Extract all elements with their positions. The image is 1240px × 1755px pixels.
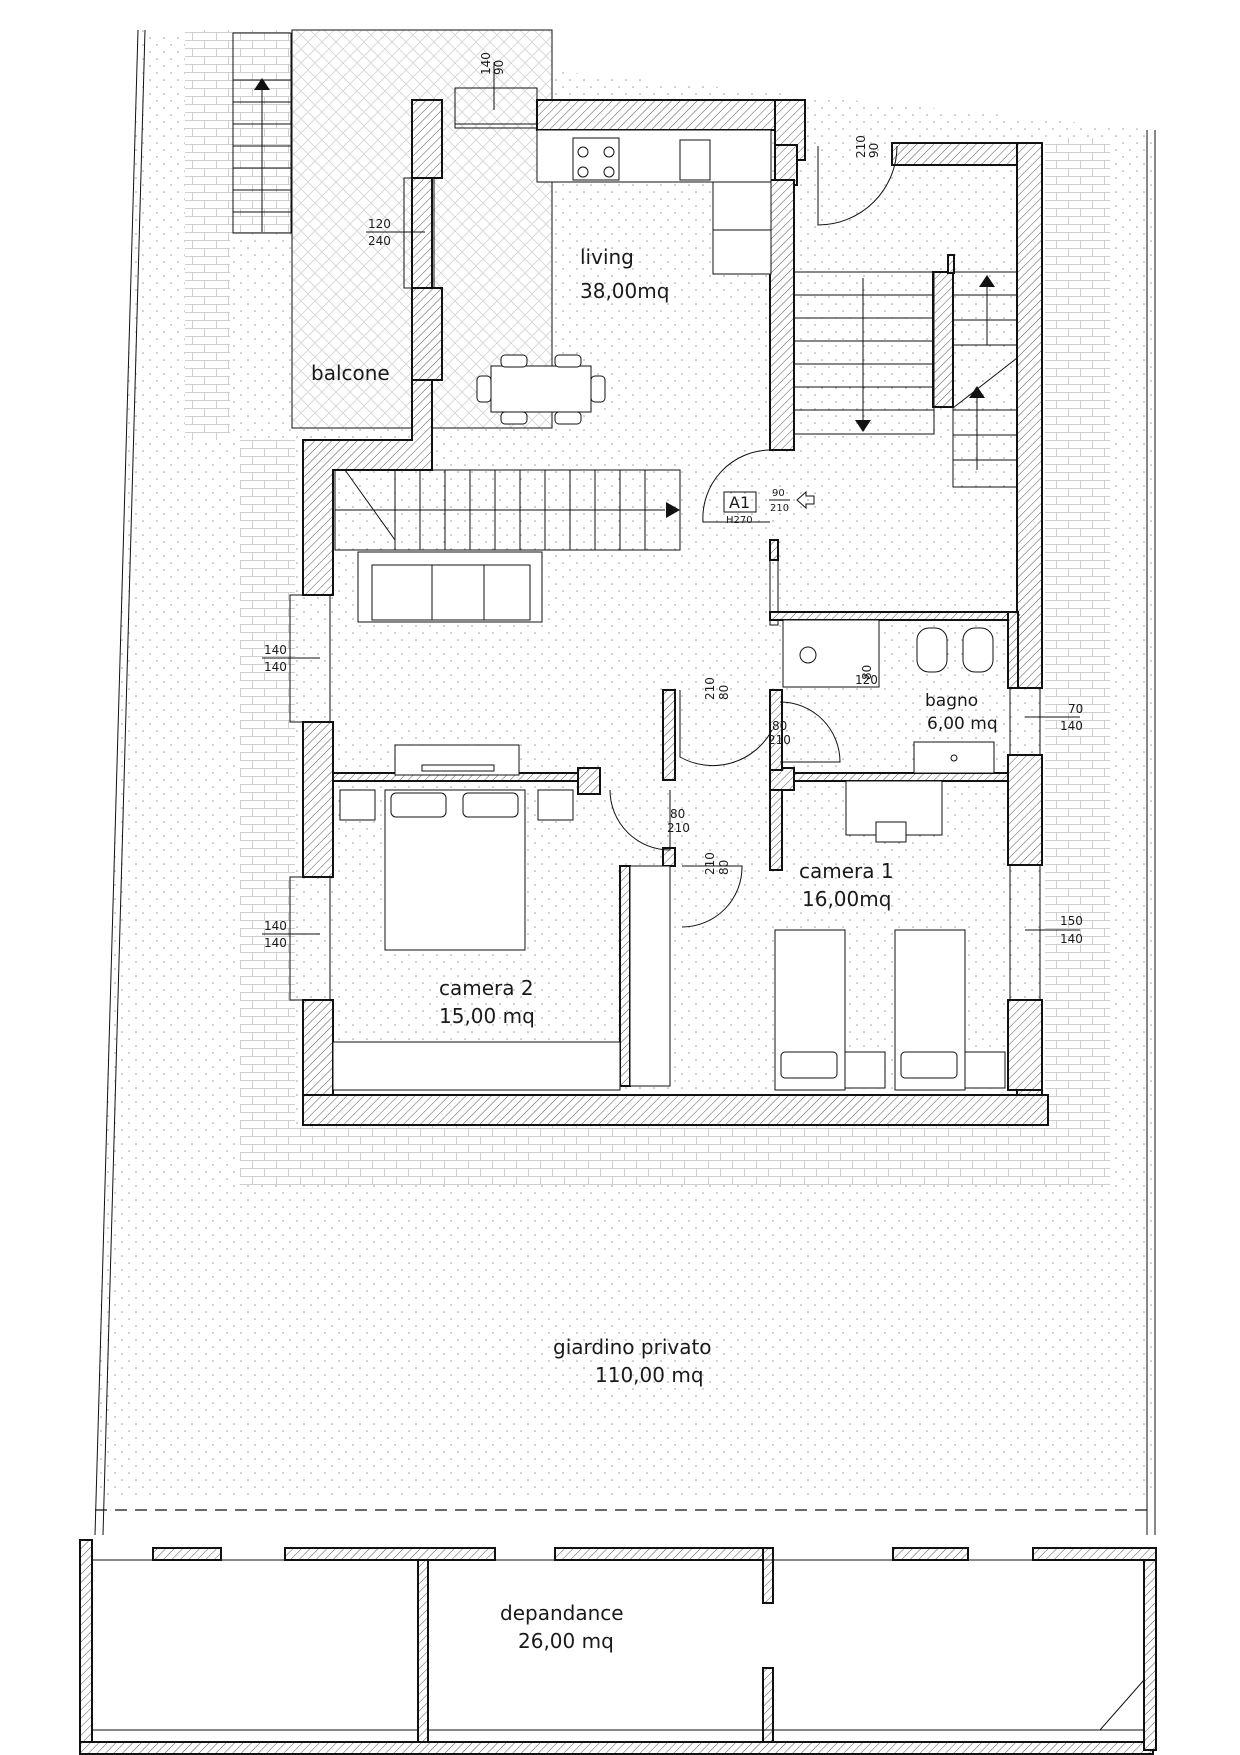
dining-table (476, 354, 606, 425)
living-stair (334, 469, 681, 551)
dim-left1-h: 140 (264, 660, 287, 674)
up-arrow-icon (969, 386, 985, 398)
dim-door-a-w: 80 (717, 685, 731, 700)
door-tag-width: 90 (772, 488, 785, 499)
house-walls (302, 99, 1049, 1126)
camera2-label: camera 2 (439, 976, 534, 1000)
windows (289, 87, 1041, 1001)
bagno-area: 6,00 mq (927, 714, 998, 734)
door-tag-code: A1 (729, 493, 750, 512)
camera2-furniture (332, 744, 621, 1091)
camera2-area: 15,00 mq (439, 1004, 535, 1028)
camera1-label: camera 1 (799, 859, 894, 883)
dimension-labels: 90 140 90 210 120 240 140 140 140 140 70… (262, 52, 1083, 950)
dim-left2-h: 140 (264, 936, 287, 950)
dim-shower-w: 80 (860, 665, 874, 680)
door-tag-heightdim: 210 (770, 503, 789, 514)
dependance-label: depandance (500, 1601, 624, 1625)
main-stair (793, 271, 1018, 488)
dim-right2-h: 140 (1060, 932, 1083, 946)
dim-right2-w: 150 (1060, 914, 1083, 928)
dim-door-c-h: 210 (667, 821, 690, 835)
camera1-furniture (629, 780, 1006, 1091)
dim-door-c-w: 80 (670, 807, 685, 821)
living-area: 38,00mq (580, 279, 669, 303)
dim-balcony-w: 120 (368, 217, 391, 231)
dependance (79, 1539, 1157, 1755)
dim-top-window-h: 140 (479, 52, 493, 75)
dim-right1-h: 140 (1060, 719, 1083, 733)
camera1-area: 16,00mq (802, 887, 891, 911)
dim-entry-h: 210 (854, 135, 868, 158)
down-arrow-icon (855, 420, 871, 432)
dependance-area: 26,00 mq (518, 1629, 614, 1653)
sofa (357, 551, 543, 623)
door-tag-a1: A1 H270 90 210 (723, 488, 815, 526)
dim-door-d-w: 80 (717, 860, 731, 875)
dim-shower-h: 120 (855, 673, 878, 687)
dim-door-b-h: 210 (768, 733, 791, 747)
dim-left1-w: 140 (264, 643, 287, 657)
bagno-label: bagno (925, 691, 978, 711)
balcone-label: balcone (311, 361, 390, 385)
living-label: living (580, 245, 634, 269)
up-arrow-icon (979, 275, 995, 287)
dim-right1-w: 70 (1068, 702, 1083, 716)
door-tag-height: H270 (726, 515, 753, 526)
giardino-area: 110,00 mq (595, 1363, 704, 1387)
dim-top-window-w: 90 (492, 60, 506, 75)
arrow-icon (796, 490, 815, 510)
dim-balcony-h: 240 (368, 234, 391, 248)
dim-left2-w: 140 (264, 919, 287, 933)
dim-entry-w: 90 (867, 143, 881, 158)
dim-door-d-h: 210 (703, 852, 717, 875)
doors (609, 145, 898, 928)
right-arrow-icon (666, 502, 680, 518)
kitchen (536, 129, 772, 275)
dim-door-a-h: 210 (703, 677, 717, 700)
paving (185, 30, 1110, 1185)
giardino-label: giardino privato (553, 1335, 712, 1359)
up-arrow-icon (254, 78, 270, 90)
dim-door-b-w: 80 (772, 719, 787, 733)
bathroom-fixtures (782, 619, 995, 774)
